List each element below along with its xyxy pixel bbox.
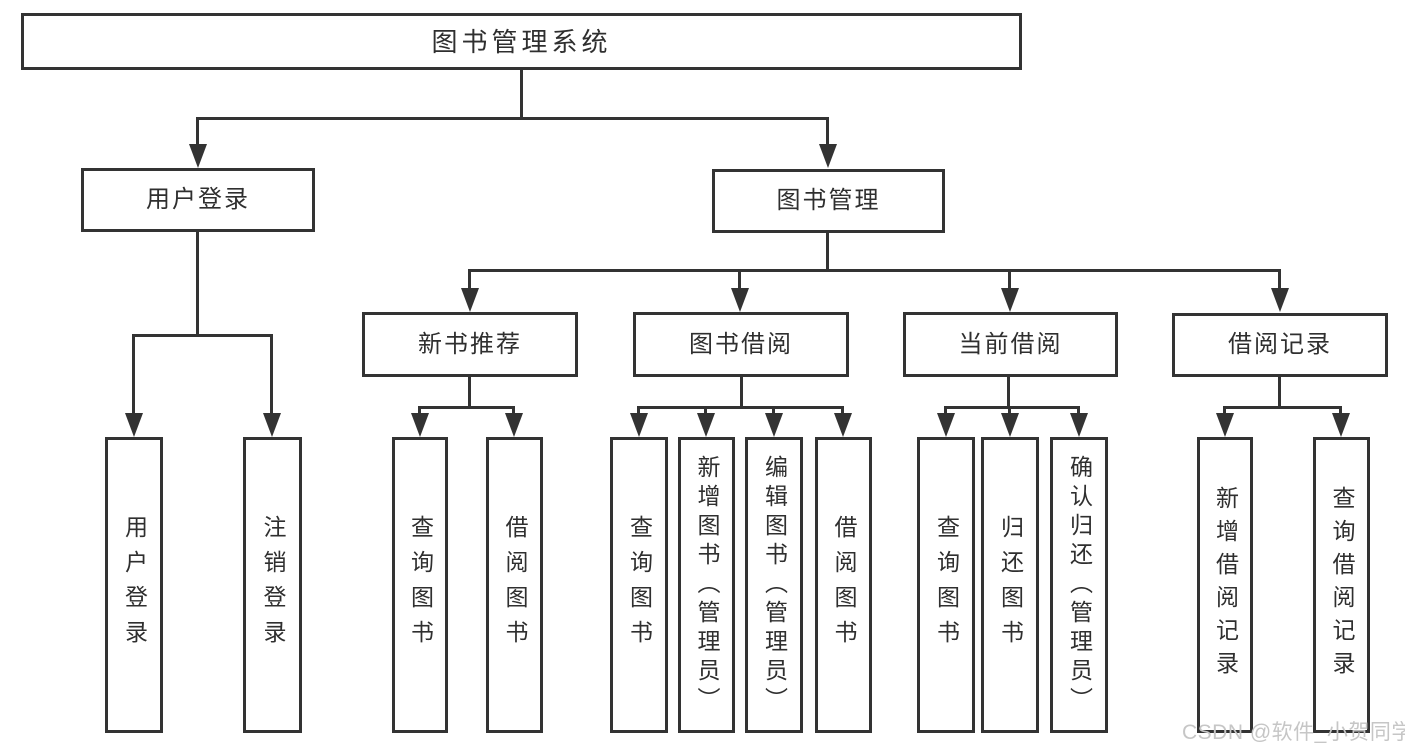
arrow-down-icon [411, 413, 429, 437]
connector-line [1223, 406, 1226, 415]
arrow-down-icon [834, 413, 852, 437]
leaf-add-borrow-record: 新增借阅记录 [1197, 437, 1253, 733]
arrow-down-icon [1216, 413, 1234, 437]
arrow-down-icon [263, 413, 281, 437]
arrow-down-icon [1001, 413, 1019, 437]
connector-line [520, 70, 523, 118]
connector-line [196, 117, 829, 120]
connector-line [132, 334, 273, 337]
leaf-confirm-return-admin: 确认归还（管理员） [1050, 437, 1108, 733]
arrow-down-icon [937, 413, 955, 437]
arrow-down-icon [1001, 288, 1019, 312]
connector-line [468, 377, 471, 408]
arrow-down-icon [697, 413, 715, 437]
connector-line [418, 406, 515, 409]
csdn-watermark: CSDN @软件_小贺同学 [1182, 721, 1405, 744]
arrow-down-icon [765, 413, 783, 437]
node-user-login: 用户登录 [81, 168, 315, 232]
arrow-down-icon [1070, 413, 1088, 437]
node-borrowing-records: 借阅记录 [1172, 313, 1388, 377]
connector-line [772, 406, 775, 415]
node-book-borrowing: 图书借阅 [633, 312, 849, 377]
connector-line [704, 406, 707, 415]
connector-line [826, 117, 829, 146]
connector-line [1278, 269, 1281, 290]
node-current-borrowing: 当前借阅 [903, 312, 1118, 377]
arrow-down-icon [461, 288, 479, 312]
leaf-query-books-borrowing: 查询图书 [610, 437, 668, 733]
arrow-down-icon [505, 413, 523, 437]
leaf-query-books-recommend: 查询图书 [392, 437, 448, 733]
leaf-query-borrow-record: 查询借阅记录 [1313, 437, 1370, 733]
connector-line [468, 269, 471, 290]
arrow-down-icon [125, 413, 143, 437]
arrow-down-icon [1332, 413, 1350, 437]
connector-line [1077, 406, 1080, 415]
connector-line [1007, 377, 1010, 408]
connector-line [1008, 406, 1011, 415]
leaf-logout: 注销登录 [243, 437, 302, 733]
connector-line [826, 233, 829, 272]
leaf-return-book: 归还图书 [981, 437, 1039, 733]
connector-line [944, 406, 1080, 409]
node-new-book-recommendation: 新书推荐 [362, 312, 578, 377]
leaf-add-book-admin: 新增图书（管理员） [678, 437, 735, 733]
connector-line [944, 406, 947, 415]
connector-line [196, 117, 199, 146]
connector-line [418, 406, 421, 415]
connector-line [841, 406, 844, 415]
connector-line [1278, 377, 1281, 408]
arrow-down-icon [731, 288, 749, 312]
node-library-management-system: 图书管理系统 [21, 13, 1022, 70]
leaf-edit-book-admin: 编辑图书（管理员） [745, 437, 803, 733]
leaf-borrow-books-borrowing: 借阅图书 [815, 437, 872, 733]
leaf-user-login: 用户登录 [105, 437, 163, 733]
connector-line [132, 334, 135, 415]
connector-line [740, 377, 743, 408]
connector-line [738, 269, 741, 290]
arrow-down-icon [819, 144, 837, 168]
connector-line [637, 406, 844, 409]
connector-line [270, 334, 273, 415]
connector-line [512, 406, 515, 415]
node-book-management: 图书管理 [712, 169, 945, 233]
connector-line [468, 269, 1281, 272]
connector-line [196, 232, 199, 337]
connector-line [1223, 406, 1342, 409]
leaf-borrow-books-recommend: 借阅图书 [486, 437, 543, 733]
arrow-down-icon [1271, 288, 1289, 312]
connector-line [637, 406, 640, 415]
arrow-down-icon [189, 144, 207, 168]
leaf-query-books-current: 查询图书 [917, 437, 975, 733]
connector-line [1008, 269, 1011, 290]
connector-line [1339, 406, 1342, 415]
arrow-down-icon [630, 413, 648, 437]
